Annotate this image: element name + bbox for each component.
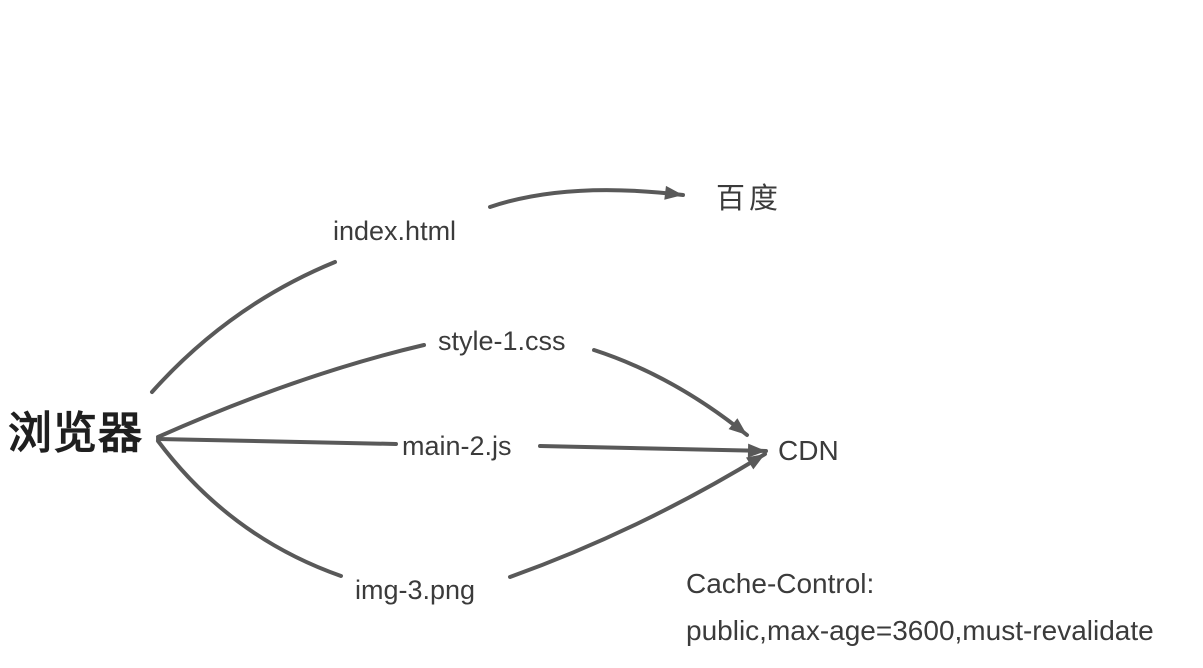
edge-main-js-to-cdn-arrow <box>538 443 768 458</box>
edge-style-css-to-cdn-arrow <box>592 348 749 437</box>
node-cdn: CDN <box>778 435 839 466</box>
edge-browser-to-main-js <box>156 437 398 446</box>
cache-control-annotation-line2: public,max-age=3600,must-revalidate <box>686 615 1154 646</box>
edge-index-html-to-baidu-arrow <box>488 185 685 209</box>
edge-browser-to-index-html <box>150 260 337 394</box>
node-main-js: main-2.js <box>402 431 512 461</box>
node-img-png: img-3.png <box>355 575 476 605</box>
node-baidu: 百度 <box>716 183 783 215</box>
node-index-html: index.html <box>333 216 457 246</box>
edge-browser-to-img-png <box>156 439 343 578</box>
edge-img-png-to-cdn-arrow <box>508 452 767 579</box>
cache-control-annotation-line1: Cache-Control: <box>686 568 875 599</box>
node-style-css: style-1.css <box>438 326 566 356</box>
node-browser: 浏览器 <box>8 409 143 458</box>
edge-browser-to-style-css <box>156 343 426 439</box>
